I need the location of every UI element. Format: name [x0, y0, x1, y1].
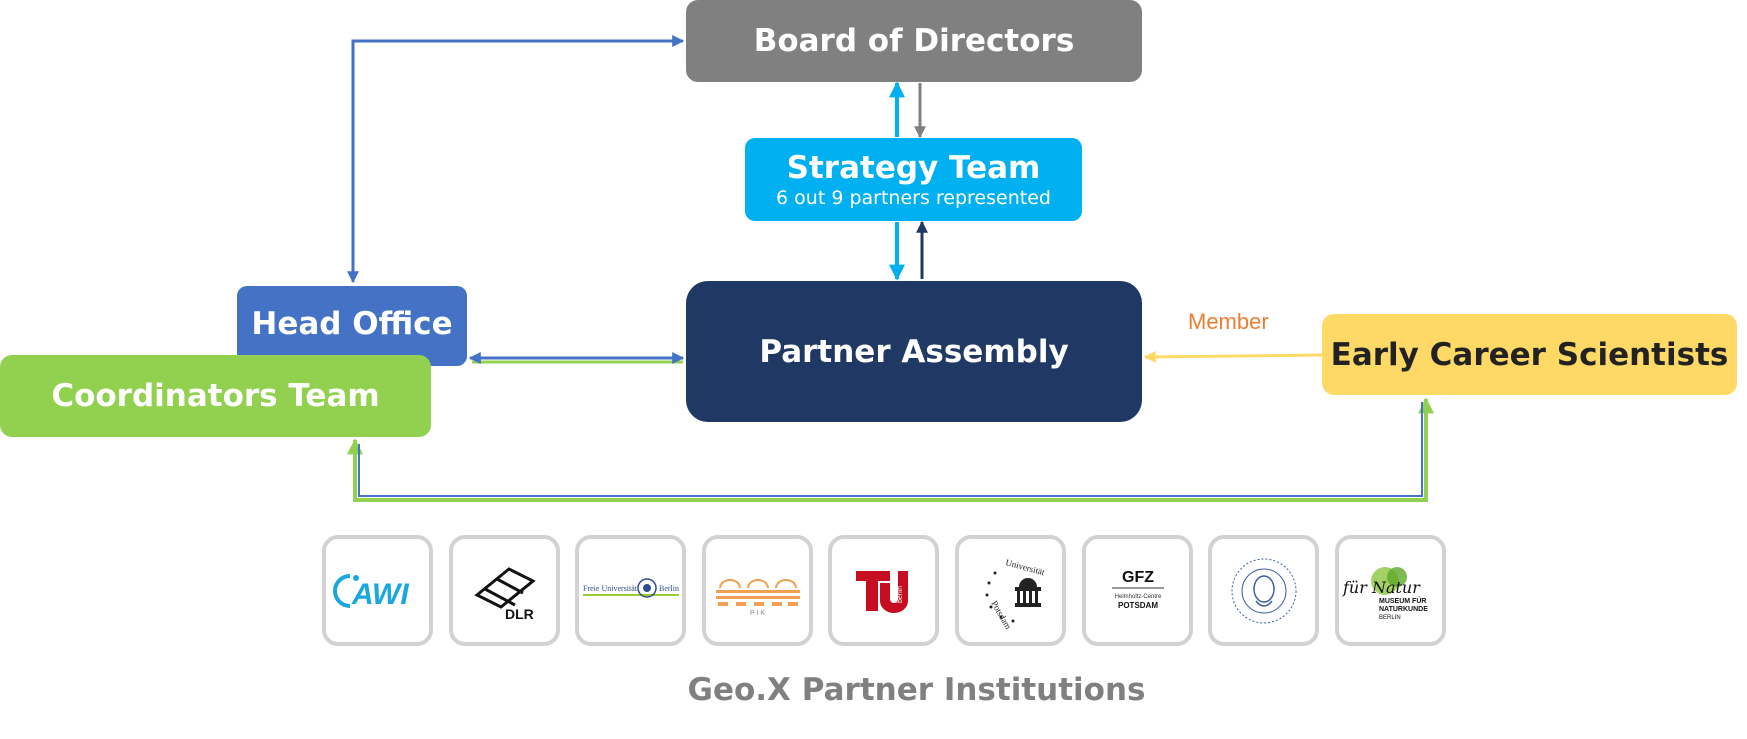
svg-text:MUSEUM FÜR: MUSEUM FÜR — [1379, 596, 1426, 605]
dlr-logo: DLR — [449, 535, 560, 646]
connector-early-career-member — [1143, 350, 1323, 363]
coordinators-team-label: Coordinators Team — [51, 378, 380, 414]
gfz-logo: GFZ Helmholtz-Centre POTSDAM — [1082, 535, 1193, 646]
partner-institutions-title: Geo.X Partner Institutions — [687, 672, 1146, 708]
svg-text:P I K: P I K — [750, 610, 765, 616]
svg-text:Helmholtz-Centre: Helmholtz-Centre — [1114, 594, 1161, 600]
svg-text:BERLIN: BERLIN — [1379, 615, 1401, 621]
connector-coordinators-early-career-blue — [358, 402, 1423, 497]
partner-assembly-box: Partner Assembly — [686, 281, 1142, 422]
head-office-label: Head Office — [251, 306, 453, 342]
awi-logo: AWI — [322, 535, 433, 646]
strategy-team-subtitle: 6 out 9 partners represented — [776, 186, 1051, 209]
hu-berlin-logo — [1208, 535, 1319, 646]
uni-potsdam-logo: Universität Potsdam — [955, 535, 1066, 646]
fu-berlin-logo: Freie Universität Berlin — [575, 535, 686, 646]
svg-text:Universität: Universität — [1004, 557, 1046, 577]
svg-text:NATURKUNDE: NATURKUNDE — [1379, 606, 1428, 613]
pik-logo: P I K — [702, 535, 813, 646]
svg-text:POTSDAM: POTSDAM — [1118, 601, 1158, 610]
svg-text:Potsdam: Potsdam — [989, 599, 1013, 629]
board-of-directors-box: Board of Directors — [686, 0, 1142, 82]
svg-text:für Natur: für Natur — [1342, 578, 1421, 597]
tu-berlin-logo: berlin — [828, 535, 939, 646]
svg-text:Freie Universität: Freie Universität — [583, 584, 638, 593]
head-office-box: Head Office — [237, 286, 467, 366]
board-of-directors-label: Board of Directors — [753, 23, 1075, 59]
early-career-scientists-label: Early Career Scientists — [1330, 336, 1729, 373]
connector-coordinators-early-career-green — [347, 397, 1434, 502]
svg-text:Berlin: Berlin — [659, 584, 679, 593]
partner-logos-row: AWI DLR Freie Universität Berlin — [322, 535, 1447, 649]
early-career-scientists-box: Early Career Scientists — [1322, 314, 1737, 395]
connector-head-office-board — [347, 35, 685, 284]
coordinators-team-box: Coordinators Team — [0, 355, 431, 437]
strategy-team-box: Strategy Team 6 out 9 partners represent… — [745, 138, 1082, 221]
mfn-logo: für Natur MUSEUM FÜR NATURKUNDE BERLIN — [1335, 535, 1446, 646]
member-edge-label: Member — [1188, 309, 1269, 334]
svg-text:AWI: AWI — [351, 578, 409, 611]
partner-assembly-label: Partner Assembly — [759, 333, 1069, 370]
strategy-team-label: Strategy Team — [786, 149, 1041, 186]
svg-text:DLR: DLR — [505, 606, 534, 622]
svg-text:GFZ: GFZ — [1122, 569, 1154, 586]
svg-text:berlin: berlin — [897, 585, 904, 602]
